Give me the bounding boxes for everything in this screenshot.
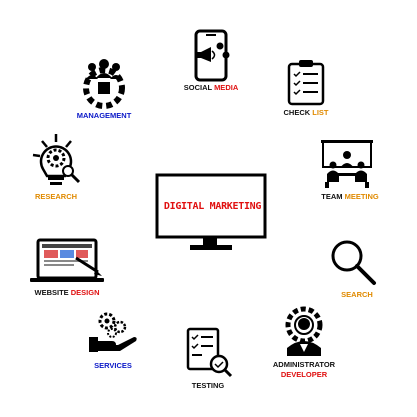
teammeeting-label-word1: TEAM [321, 192, 343, 201]
website-label-word1: WEBSITE [34, 288, 69, 297]
teammeeting-label-word2: MEETING [344, 192, 379, 201]
research-label: RESEARCH [34, 192, 78, 201]
website-label-word2: DESIGN [70, 288, 100, 297]
checklist-label-word1: CHECK [283, 108, 311, 117]
center-title: DIGITAL MARKETING [163, 201, 262, 212]
admin-label-line2: DEVELOPER [280, 370, 328, 379]
search-label: SEARCH [341, 290, 373, 299]
testing-label: TESTING [191, 381, 225, 390]
services-label: SERVICES [94, 361, 132, 370]
social-label-word1: SOCIAL [183, 83, 212, 92]
admin-label-line1: ADMINISTRATOR [272, 360, 336, 369]
checklist-label-word2: LIST [312, 108, 329, 117]
social-label-word2: MEDIA [214, 83, 239, 92]
management-label: MANAGEMENT [76, 111, 132, 120]
